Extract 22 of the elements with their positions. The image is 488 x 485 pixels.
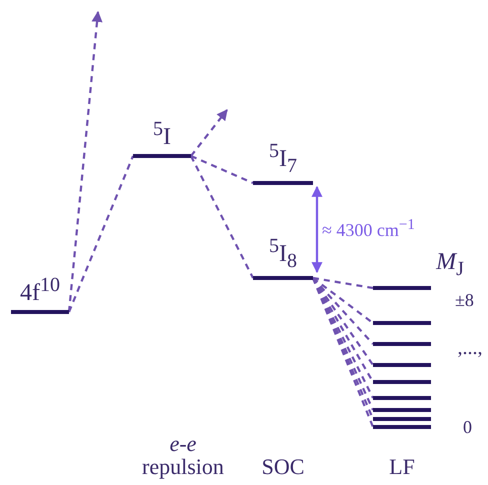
dashed-connector bbox=[190, 156, 254, 278]
level-label: $^{5}$I$_{7}$ bbox=[269, 141, 297, 176]
dashed-connector bbox=[68, 156, 134, 312]
axis-label: SOC bbox=[260, 455, 306, 478]
axis-label: M$_{J}$ bbox=[434, 250, 465, 280]
axis-label: ,..., bbox=[456, 338, 484, 359]
arrow bbox=[312, 186, 322, 274]
dashed-connector bbox=[312, 277, 374, 324]
level-value: 0 bbox=[463, 418, 472, 437]
axis-label: LF bbox=[388, 455, 416, 478]
energy-level bbox=[253, 236, 313, 280]
level-label: $^{5}$I$_{8}$ bbox=[269, 236, 297, 271]
dashed-connector bbox=[190, 155, 254, 184]
dashed-connector bbox=[312, 276, 374, 290]
level-label: $^{5}$I bbox=[153, 119, 171, 149]
level-value: ±8 bbox=[455, 291, 474, 310]
edge-label: ≈ 4300 cm$^{−1}$ bbox=[322, 218, 415, 240]
arrow bbox=[190, 109, 228, 157]
energy-level bbox=[253, 141, 313, 185]
axis-label: e-e repulsion bbox=[141, 432, 225, 478]
level-label: 4f$^{10}$ bbox=[20, 275, 60, 305]
arrow bbox=[68, 10, 103, 312]
